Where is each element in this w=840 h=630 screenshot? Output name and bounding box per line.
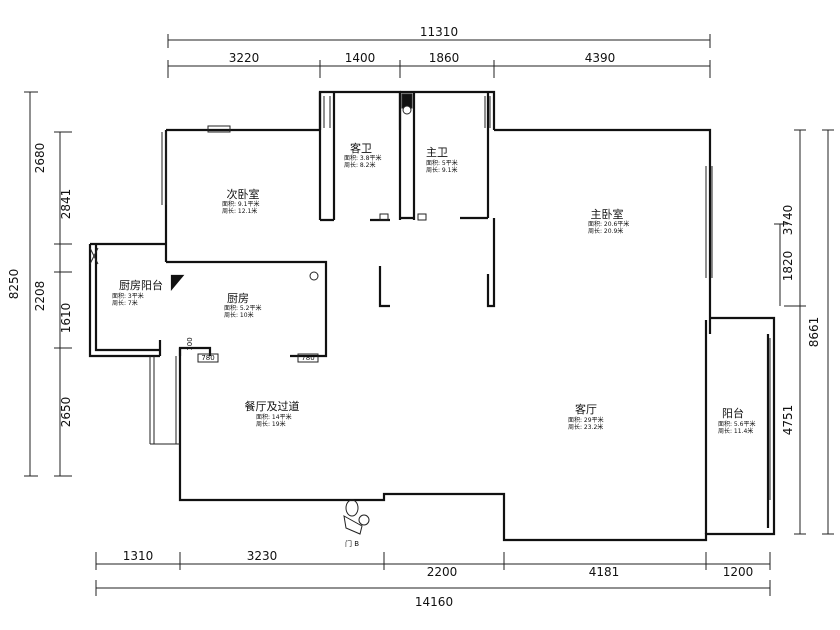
room-area: 面积: 5平米	[426, 159, 458, 167]
room-perimeter: 周长: 8.2米	[344, 161, 375, 169]
top-segment-4: 4390	[585, 51, 616, 65]
room-area: 面积: 9.1平米	[222, 200, 259, 208]
room-perimeter: 周长: 11.4米	[718, 427, 753, 435]
bottom-total-label: 14160	[415, 595, 453, 609]
fixture-marker	[417, 213, 427, 221]
svg-text:780: 780	[201, 354, 214, 362]
bottom-segment-2: 3230	[247, 549, 278, 563]
left-segment-4: 1610	[59, 303, 73, 334]
right-total-dimension: 8661	[807, 129, 834, 535]
bottom-segment-1: 1310	[123, 549, 154, 563]
small-dimension-label: 100	[186, 337, 194, 350]
kitchen-fixture-icon	[309, 271, 319, 281]
top-segment-dimensions: 3220 1400 1860 4390	[167, 51, 711, 78]
bottom-segment-5: 1200	[723, 565, 754, 579]
top-segment-3: 1860	[429, 51, 460, 65]
left-segment-2: 2841	[59, 189, 73, 220]
room-perimeter: 周长: 19米	[256, 420, 286, 428]
room-kitchen-balcony: 厨房阳台 面积: 3平米 周长: 7米	[112, 278, 163, 307]
top-total-dimension: 11310	[167, 25, 711, 48]
entry-label: 门 B	[345, 539, 359, 548]
door-tag-right: 780	[297, 353, 319, 363]
left-total-dimension: 8250	[7, 91, 38, 477]
room-guest-bath: 客卫 面积: 3.8平米 周长: 8.2米	[344, 141, 381, 169]
room-perimeter: 周长: 7米	[112, 299, 138, 307]
room-name: 厨房阳台	[119, 278, 163, 292]
right-segment-3: 4751	[781, 405, 795, 436]
room-balcony: 阳台 面积: 5.6平米 周长: 11.4米	[718, 406, 755, 435]
left-segment-3: 2208	[33, 281, 47, 312]
bottom-segment-4: 4181	[589, 565, 620, 579]
room-area: 面积: 5.2平米	[224, 304, 261, 312]
room-dining: 餐厅及过道 面积: 14平米 周长: 19米	[245, 399, 300, 428]
room-area: 面积: 20.6平米	[588, 220, 629, 228]
top-segment-1: 3220	[229, 51, 260, 65]
room-area: 面积: 29平米	[568, 416, 604, 424]
right-segment-dimensions: 3740 1820 4751	[774, 129, 806, 535]
left-segment-5: 2650	[59, 397, 73, 428]
room-master-bath: 主卫 面积: 5平米 周长: 9.1米	[426, 146, 458, 174]
right-total-label: 8661	[807, 317, 821, 348]
room-kitchen: 厨房 面积: 5.2平米 周长: 10米	[224, 292, 261, 319]
right-segment-2: 1820	[781, 251, 795, 282]
room-name: 客卫	[350, 141, 372, 155]
entry-figure-icon: 门 B	[343, 499, 370, 548]
room-area: 面积: 5.6平米	[718, 420, 755, 428]
walls	[88, 90, 776, 542]
room-master-bedroom: 主卧室 面积: 20.6平米 周长: 20.9米	[588, 207, 629, 235]
room-perimeter: 周长: 10米	[224, 311, 254, 319]
room-perimeter: 周长: 9.1米	[426, 166, 457, 174]
room-name: 餐厅及过道	[245, 399, 300, 413]
fixture-marker	[379, 213, 389, 221]
room-name: 主卫	[426, 146, 448, 159]
room-perimeter: 周长: 23.2米	[568, 423, 603, 431]
room-name: 次卧室	[227, 187, 260, 201]
room-area: 面积: 3平米	[112, 292, 144, 300]
room-living: 客厅 面积: 29平米 周长: 23.2米	[568, 402, 604, 431]
room-name: 阳台	[722, 406, 744, 420]
room-perimeter: 周长: 12.1米	[222, 207, 257, 215]
room-perimeter: 周长: 20.9米	[588, 227, 623, 235]
room-name: 主卧室	[591, 207, 624, 221]
bottom-segment-3: 2200	[427, 565, 458, 579]
room-name: 客厅	[575, 402, 597, 416]
room-second-bedroom: 次卧室 面积: 9.1平米 周长: 12.1米	[222, 187, 260, 215]
top-segment-2: 1400	[345, 51, 376, 65]
room-area: 面积: 14平米	[256, 413, 292, 421]
right-segment-1: 3740	[781, 205, 795, 236]
left-segment-1: 2680	[33, 143, 47, 174]
bottom-total-dimension: 14160	[95, 580, 771, 609]
door-tag-left: 780	[197, 353, 219, 363]
left-segment-dimensions: 2680 2841 2208 1610 2650	[33, 131, 73, 477]
left-total-label: 8250	[7, 269, 21, 300]
svg-text:780: 780	[301, 354, 314, 362]
bottom-segment-dimensions: 1310 3230 2200 4181 1200	[95, 549, 771, 579]
top-total-label: 11310	[420, 25, 458, 39]
room-name: 厨房	[227, 292, 249, 305]
room-area: 面积: 3.8平米	[344, 154, 381, 162]
toilet-icon	[401, 93, 413, 115]
